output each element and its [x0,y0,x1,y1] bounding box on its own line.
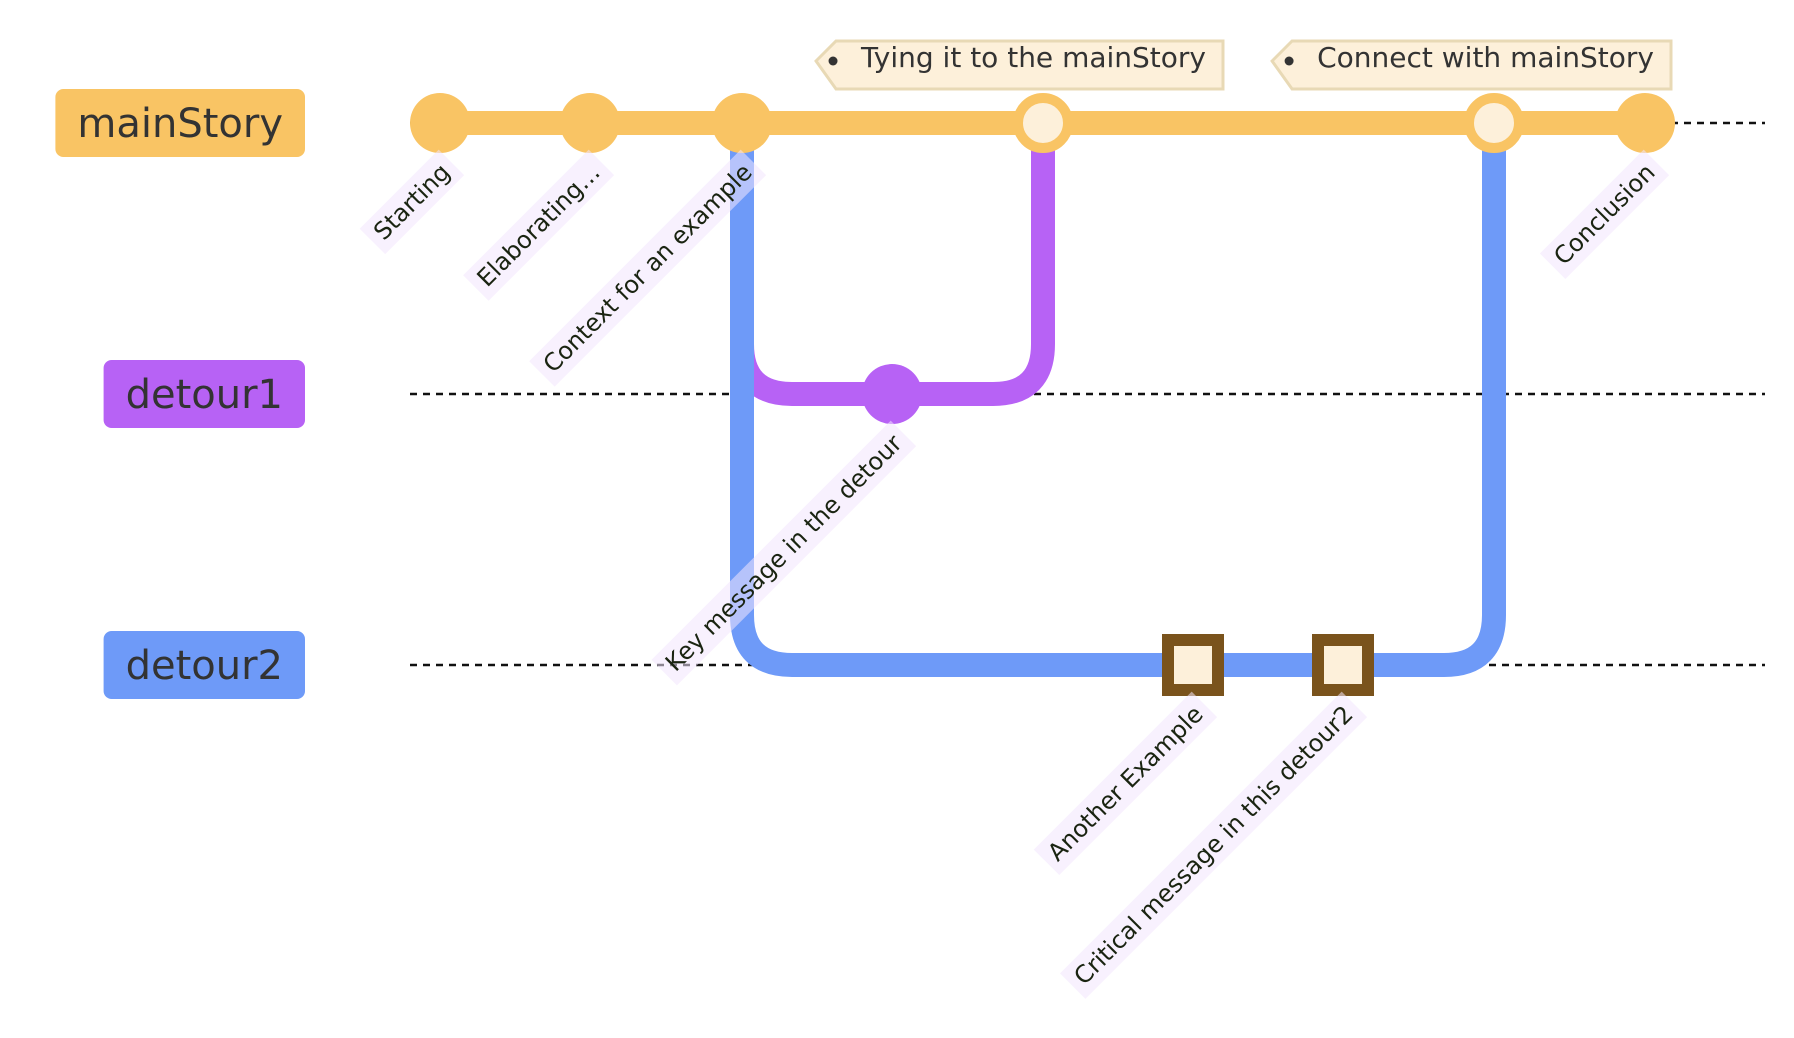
branch-label-text: detour2 [126,643,283,689]
commit-label-bg [651,420,917,686]
commit-label: Critical message in this detour2 [1059,691,1368,999]
commit-nodes [410,93,1675,696]
commit-label-text: Another Example [1042,700,1208,866]
tag-shape [1270,39,1673,91]
commit-tags: Tying it to the mainStory Connect with ma… [814,39,1673,91]
commit-label: Starting [359,149,465,255]
edge-detour2 [730,123,1506,677]
tag[interactable]: Connect with mainStory [1270,39,1673,91]
commit-label-text: Critical message in this detour2 [1068,700,1358,990]
commit-dot [862,364,922,424]
highlight-commit-square [1162,634,1224,696]
branch-labels: mainStory detour1 detour2 [55,89,305,699]
commit-label-text: Key message in the detour [660,429,908,677]
branch-label-text: mainStory [77,101,283,147]
commit-dot [560,93,620,153]
commit-dot [1615,93,1675,153]
branch-label-detour2[interactable]: detour2 [103,631,305,699]
highlight-commit-square [1312,634,1374,696]
commit-c6[interactable] [1312,634,1374,696]
commit-label-bg [1059,691,1368,999]
commit-dot [712,93,772,153]
tag[interactable]: Tying it to the mainStory [814,39,1225,91]
merge-commit-dot [1464,93,1524,153]
commit-label-bg [1033,691,1218,876]
edge-detour1 [730,123,1055,406]
commit-c3[interactable] [712,93,772,153]
commit-dot [410,93,470,153]
commit-label: Elaborating… [463,149,615,301]
commit-m1[interactable] [1013,93,1073,153]
commit-label: Conclusion [1539,149,1670,279]
commit-label-text: Starting [368,158,456,246]
commit-label-bg [359,149,465,255]
branch-label-text: detour1 [126,372,283,418]
commit-c4[interactable] [862,364,922,424]
branch-label-bg [103,631,305,699]
commit-c5[interactable] [1162,634,1224,696]
commit-label: Key message in the detour [651,420,917,686]
lane-lines [410,121,1765,667]
merge-commit-dot [1013,93,1073,153]
tag-text: Connect with mainStory [1317,41,1654,74]
commit-c2[interactable] [560,93,620,153]
branch-label-bg [103,360,305,428]
commit-label-bg [1539,149,1670,279]
tag-bullet-icon [828,56,838,66]
commit-m2[interactable] [1464,93,1524,153]
commit-label-bg [463,149,615,301]
commit-c1[interactable] [410,93,470,153]
commit-label-bg [529,149,767,387]
commit-label-text: Conclusion [1548,158,1660,270]
branch-label-mainStory[interactable]: mainStory [55,89,305,157]
tag-shape [814,39,1225,91]
branch-label-bg [55,89,305,157]
branch-label-detour1[interactable]: detour1 [103,360,305,428]
commit-label-text: Elaborating… [472,158,606,292]
commit-c7[interactable] [1615,93,1675,153]
tag-bullet-icon [1284,56,1294,66]
tag-text: Tying it to the mainStory [860,41,1206,74]
